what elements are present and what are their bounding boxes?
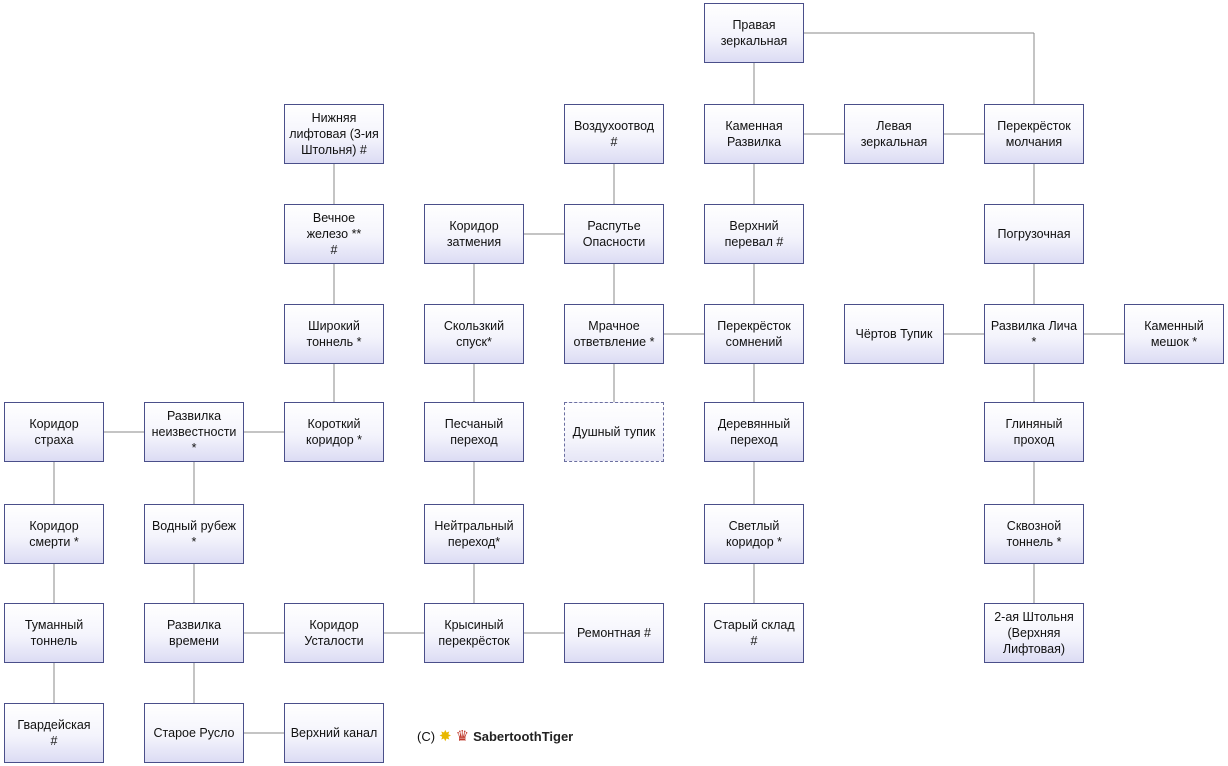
node-razvilka-licha: Развилка Лича * [984, 304, 1084, 364]
node-svetlyy-koridor: Светлый коридор * [704, 504, 804, 564]
node-pravaya-zerkalnaya: Правая зеркальная [704, 3, 804, 63]
node-dushnyy-tupik: Душный тупик [564, 402, 664, 462]
node-vozduhootvod: Воздухоотвод # [564, 104, 664, 164]
node-staroe-ruslo: Старое Русло [144, 703, 244, 763]
node-razvilka-vremeni: Развилка времени [144, 603, 244, 663]
node-neytralnyy-perehod: Нейтральный переход* [424, 504, 524, 564]
node-glinyanyy-prohod: Глиняный проход [984, 402, 1084, 462]
node-koridor-straha: Коридор страха [4, 402, 104, 462]
node-derevyannyy-perehod: Деревянный переход [704, 402, 804, 462]
node-levaya-zerkalnaya: Левая зеркальная [844, 104, 944, 164]
node-razvilka-neizvestnosti: Развилка неизвестности * [144, 402, 244, 462]
node-perekrestok-somneniy: Перекрёсток сомнений [704, 304, 804, 364]
node-tumannyy-tonnel: Туманный тоннель [4, 603, 104, 663]
node-perekrestok-molchaniya: Перекрёсток молчания [984, 104, 1084, 164]
node-krysinyy-perekrestok: Крысиный перекрёсток [424, 603, 524, 663]
node-remontnaya: Ремонтная # [564, 603, 664, 663]
author-credit: (C) ✸ ♛ SabertoothTiger [417, 729, 573, 744]
node-gvardeyskaya: Гвардейская # [4, 703, 104, 763]
node-staryy-sklad: Старый склад # [704, 603, 804, 663]
node-mrachnoe-otvetvlenie: Мрачное ответвление * [564, 304, 664, 364]
node-koridor-smerti: Коридор смерти * [4, 504, 104, 564]
node-kamennaya-razvilka: Каменная Развилка [704, 104, 804, 164]
node-pogruzochnaya: Погрузочная [984, 204, 1084, 264]
node-koridor-ustalosti: Коридор Усталости [284, 603, 384, 663]
node-vodnyy-rubezh: Водный рубеж * [144, 504, 244, 564]
crown-icon: ♛ [455, 728, 470, 745]
node-koridor-zatmeniya: Коридор затмения [424, 204, 524, 264]
node-shirokiy-tonnel: Широкий тоннель * [284, 304, 384, 364]
node-skvoznoy-tonnel: Сквозной тоннель * [984, 504, 1084, 564]
node-verhniy-kanal: Верхний канал [284, 703, 384, 763]
node-chertov-tupik: Чёртов Тупик [844, 304, 944, 364]
sun-icon: ✸ [439, 728, 452, 745]
node-peschanyy-perehod: Песчаный переход [424, 402, 524, 462]
node-kamennyy-meshok: Каменный мешок * [1124, 304, 1224, 364]
node-vechnoe-zhelezo: Вечное железо ** # [284, 204, 384, 264]
node-korotkiy-koridor: Короткий коридор * [284, 402, 384, 462]
node-skolzkiy-spusk: Скользкий спуск* [424, 304, 524, 364]
copyright-text: (C) [417, 729, 436, 744]
node-verhniy-pereval: Верхний перевал # [704, 204, 804, 264]
node-nizhnyaya-liftovaya: Нижняя лифтовая (3-ия Штольня) # [284, 104, 384, 164]
node-vtoraya-shtolnya: 2-ая Штольня (Верхняя Лифтовая) [984, 603, 1084, 663]
node-rasputye-opasnosti: Распутье Опасности [564, 204, 664, 264]
author-name: SabertoothTiger [473, 729, 574, 744]
